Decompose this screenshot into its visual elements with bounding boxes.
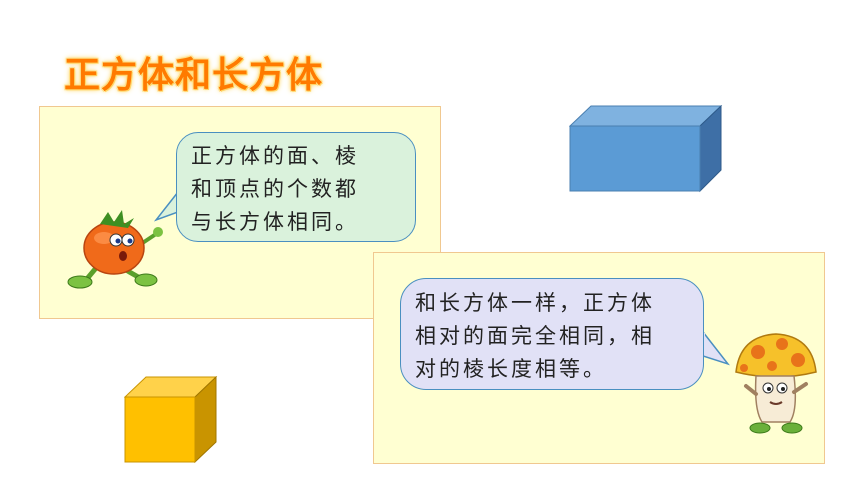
- cuboid-icon: [569, 105, 723, 193]
- bubble-line: 相对的面完全相同，相: [415, 324, 655, 348]
- bubble-tail: [702, 330, 730, 366]
- tomato-character-icon: [67, 210, 163, 289]
- cube-icon: [124, 376, 218, 464]
- bubble-line: 和长方体一样，正方体: [415, 291, 655, 315]
- tomato-speech-bubble: 正方体的面、棱 和顶点的个数都 与长方体相同。: [176, 132, 416, 242]
- bubble-line: 对的棱长度相等。: [415, 357, 607, 381]
- mushroom-character-icon: [735, 333, 817, 434]
- bubble-line: 正方体的面、棱: [191, 144, 359, 168]
- bubble-line: 与长方体相同。: [191, 210, 359, 234]
- page-title: 正方体和长方体: [64, 55, 324, 96]
- mushroom-speech-bubble: 和长方体一样，正方体 相对的面完全相同，相 对的棱长度相等。: [400, 278, 704, 390]
- bubble-line: 和顶点的个数都: [191, 177, 359, 201]
